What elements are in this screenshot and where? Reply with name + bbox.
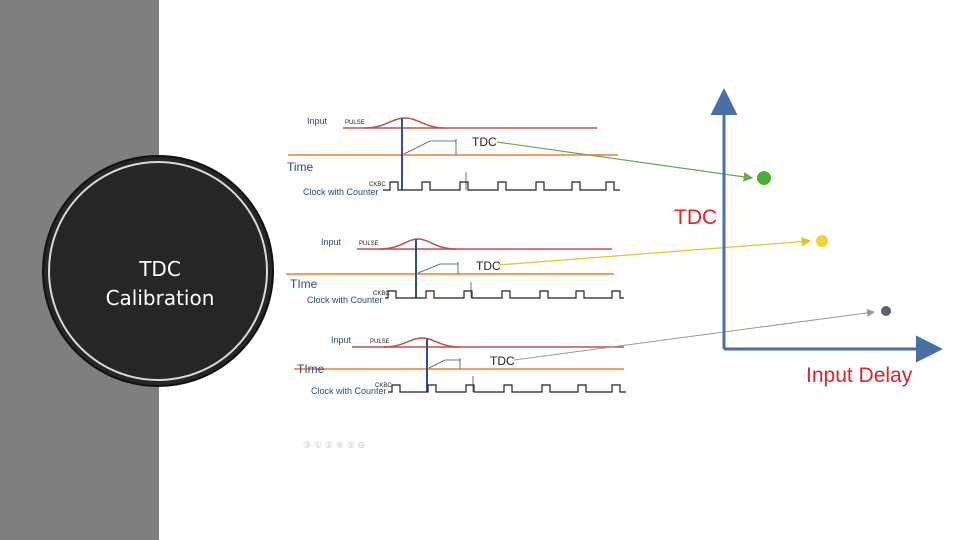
ckbc-label: CKBC: [369, 182, 386, 188]
pulse-label: PULSE: [359, 241, 379, 247]
arrow-yellow: [497, 236, 812, 266]
plot-y-label: TDC: [674, 206, 717, 229]
pulse-label: PULSE: [370, 339, 390, 345]
pulse-bump: [364, 117, 446, 129]
tdc-bracket: [403, 140, 456, 155]
time-label: TIme: [297, 362, 325, 376]
slide-title-line1: TDC: [139, 257, 181, 281]
input-label: Input: [321, 237, 342, 247]
clock-label: Clock with Counter: [303, 187, 379, 197]
clock-label: Clock with Counter: [311, 386, 387, 396]
slide-footer-glyphs: ③ ① ② ⑥ ⑤ ⊖: [303, 441, 365, 451]
tdc-callout: TDC: [472, 135, 497, 149]
gray-point: [881, 306, 891, 316]
arrow-gray: [513, 308, 875, 361]
ckbc-label: CKBC: [373, 291, 390, 297]
time-label: TIme: [290, 277, 318, 291]
input-label: Input: [307, 116, 328, 126]
waveform-panel-3: Input PULSE TIme TDC Clock with Counter …: [294, 335, 626, 396]
slide-title-line2: Calibration: [105, 286, 215, 310]
clock-wave: [388, 384, 626, 393]
arrow-green: [496, 141, 754, 182]
tdc-callout: TDC: [490, 354, 515, 368]
slide-title: TDC Calibration: [48, 255, 272, 313]
yellow-point: [816, 235, 828, 247]
time-label: Time: [287, 160, 314, 174]
pulse-label: PULSE: [345, 120, 365, 126]
waveform-panel-1: Input PULSE Time TDC Clock with Counter …: [287, 116, 620, 197]
clock-label: Clock with Counter: [307, 295, 383, 305]
clock-wave: [385, 290, 624, 299]
pulse-bump: [379, 238, 457, 250]
tdc-bracket: [428, 359, 460, 369]
clock-wave: [383, 181, 620, 191]
tdc-callout: TDC: [476, 259, 501, 273]
title-circle-ring: [48, 161, 268, 381]
ckbc-label: CKBC: [375, 383, 392, 389]
pulse-bump: [383, 337, 461, 348]
plot-x-label: Input Delay: [806, 364, 913, 387]
input-label: Input: [331, 335, 352, 345]
green-point: [757, 171, 771, 185]
tdc-bracket: [417, 263, 458, 274]
waveform-panel-2: Input PULSE TIme TDC Clock with Counter …: [286, 237, 624, 305]
